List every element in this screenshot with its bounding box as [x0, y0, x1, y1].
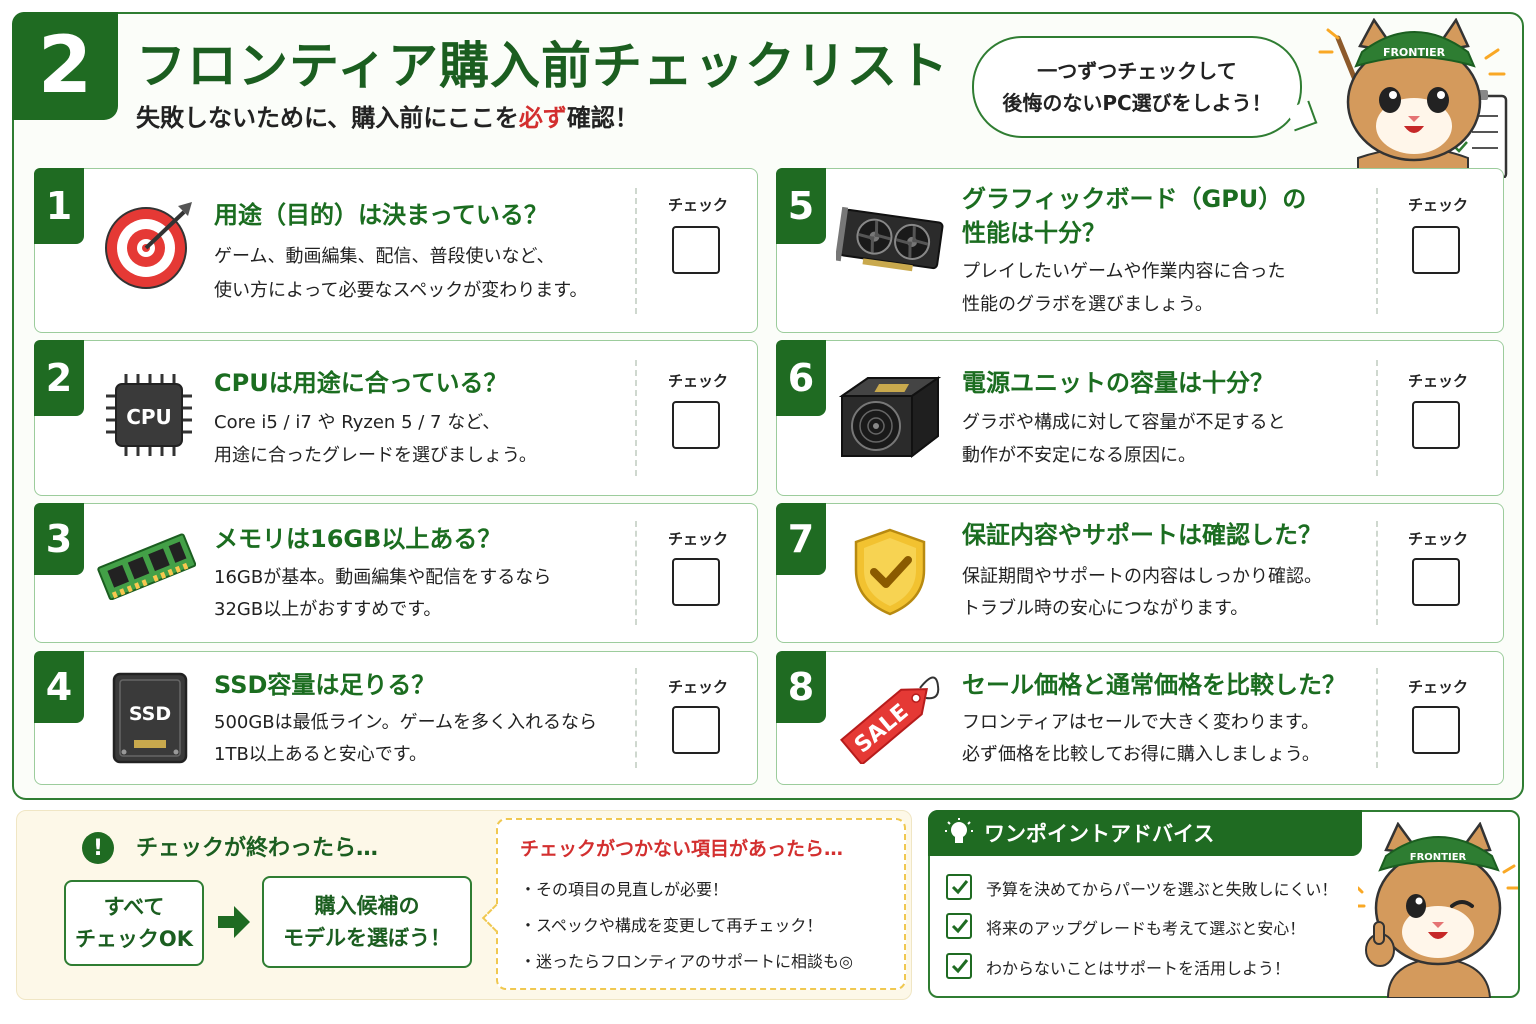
- speech-bubble: 一つずつチェックして 後悔のないPC選びをしよう！: [972, 36, 1302, 138]
- item-divider: [1376, 668, 1378, 768]
- check-label: チェック: [668, 530, 729, 548]
- check-label: チェック: [1408, 196, 1469, 214]
- item-divider: [635, 521, 637, 625]
- check-box-item-7[interactable]: [1412, 558, 1460, 606]
- item-number: 5: [776, 168, 826, 244]
- ssd-icon-label: SSD: [129, 703, 171, 725]
- item-divider: [635, 360, 637, 476]
- unchecked-heading: チェックがつかない項目があったら…: [520, 838, 844, 860]
- item-divider: [635, 668, 637, 768]
- item-number: 4: [34, 651, 84, 723]
- subtitle-emphasis: 必ず: [518, 104, 567, 132]
- bubble-line-2: 後悔のないPC選びをしよう！: [1002, 91, 1272, 115]
- item-description-line-1: ゲーム、動画編集、配信、普段使いなど、: [214, 246, 555, 267]
- bubble-line-1: 一つずつチェックして: [1037, 59, 1237, 83]
- item-number: 1: [34, 168, 84, 244]
- exclamation-icon: !: [82, 832, 114, 864]
- ssd-icon: SSD: [112, 672, 188, 764]
- check-label: チェック: [1408, 372, 1469, 390]
- check-label: チェック: [1408, 530, 1469, 548]
- sale-tag-icon: SALE: [840, 676, 940, 764]
- item-title: CPUは用途に合っている？: [214, 369, 508, 397]
- item-description-line-2: 32GB以上がおすすめです。: [214, 599, 442, 620]
- item-title: 電源ユニットの容量は十分？: [962, 369, 1274, 397]
- check-box-item-5[interactable]: [1412, 226, 1460, 274]
- item-number: 3: [34, 503, 84, 575]
- item-description-line-2: 使い方によって必要なスペックが変わります。: [214, 280, 588, 301]
- check-label: チェック: [668, 196, 729, 214]
- check-box-item-6[interactable]: [1412, 401, 1460, 449]
- advice-check-icon: [946, 953, 972, 979]
- item-title: 用途（目的）は決まっている？: [214, 201, 548, 229]
- all-checked-line-2: チェックOK: [74, 927, 194, 951]
- item-description-line-2: 必ず価格を比較してお得に購入しましょう。: [962, 744, 1320, 765]
- all-checked-line-1: すべて: [103, 895, 165, 919]
- check-box-item-4[interactable]: [672, 706, 720, 754]
- mascot-cap-text: FRONTIER: [1410, 852, 1467, 863]
- item-description-line-1: グラボや構成に対して容量が不足すると: [962, 412, 1286, 433]
- item-description-line-1: Core i5 / i7 や Ryzen 5 / 7 など、: [214, 412, 501, 433]
- gpu-icon: [836, 206, 944, 272]
- item-number: 6: [776, 340, 826, 416]
- item-title-line-1: グラフィックボード（GPU）の: [962, 185, 1307, 213]
- check-label: チェック: [668, 678, 729, 696]
- check-box-item-8[interactable]: [1412, 706, 1460, 754]
- advice-item: わからないことはサポートを活用しよう！: [986, 959, 1291, 978]
- memory-icon: [97, 533, 196, 600]
- target-icon: [105, 202, 192, 289]
- item-divider: [1376, 188, 1378, 314]
- psu-icon: [838, 376, 942, 459]
- item-description-line-1: 保証期間やサポートの内容はしっかり確認。: [962, 566, 1322, 587]
- unchecked-bullet: ・その項目の見直しが必要！: [520, 880, 729, 899]
- item-number: 7: [776, 503, 826, 575]
- item-divider: [1376, 360, 1378, 476]
- item-description-line-1: フロンティアはセールで大きく変わります。: [962, 712, 1320, 733]
- cpu-icon: CPU: [106, 374, 192, 456]
- item-number: 2: [34, 340, 84, 416]
- item-description-line-2: 性能のグラボを選びましょう。: [962, 294, 1213, 315]
- advice-check-icon: [946, 913, 972, 939]
- mascot-cap-text: FRONTIER: [1383, 46, 1446, 59]
- item-description-line-1: 16GBが基本。動画編集や配信をするなら: [214, 567, 552, 588]
- choose-model-box: 購入候補の モデルを選ぼう！: [262, 876, 472, 968]
- check-label: チェック: [1408, 678, 1469, 696]
- unchecked-bullet: ・迷ったらフロンティアのサポートに相談も◎: [520, 952, 854, 971]
- arrow-right-icon: [218, 906, 250, 938]
- item-description-line-2: 用途に合ったグレードを選びましょう。: [214, 445, 537, 466]
- item-number: 8: [776, 651, 826, 723]
- shield-check-icon: [854, 528, 926, 616]
- item-description-line-2: 動作が不安定になる原因に。: [962, 445, 1196, 466]
- item-title: SSD容量は足りる？: [214, 671, 436, 699]
- item-title: メモリは16GB以上ある？: [214, 525, 502, 553]
- check-box-item-3[interactable]: [672, 558, 720, 606]
- item-description-line-2: トラブル時の安心につながります。: [962, 598, 1249, 619]
- page-subtitle: 失敗しないために、購入前にここを必ず確認！: [136, 104, 639, 132]
- advice-item: 将来のアップグレードも考えて選ぶと安心！: [986, 919, 1306, 938]
- item-divider: [1376, 521, 1378, 625]
- item-description-line-1: 500GBは最低ライン。ゲームを多く入れるなら: [214, 712, 598, 733]
- item-divider: [635, 188, 637, 314]
- all-checked-box: すべて チェックOK: [64, 880, 204, 966]
- advice-heading: ワンポイントアドバイス: [928, 810, 1362, 856]
- item-title: 保証内容やサポートは確認した？: [962, 521, 1322, 549]
- unchecked-bullet: ・スペックや構成を変更して再チェック！: [520, 916, 823, 935]
- cat-mascot-thumbs-up-icon: FRONTIER: [1358, 822, 1518, 998]
- check-box-item-2[interactable]: [672, 401, 720, 449]
- cpu-icon-label: CPU: [126, 405, 172, 429]
- choose-model-line-2: モデルを選ぼう！: [283, 926, 451, 950]
- advice-check-icon: [946, 874, 972, 900]
- advice-item: 予算を決めてからパーツを選ぶと失敗しにくい！: [986, 880, 1338, 899]
- check-label: チェック: [668, 372, 729, 390]
- after-check-heading: チェックが終わったら…: [136, 836, 379, 861]
- item-description-line-2: 1TB以上あると安心です。: [214, 744, 427, 765]
- step-number-badge: 2: [12, 12, 118, 120]
- item-title-line-2: 性能は十分？: [962, 219, 1106, 247]
- item-description-line-1: プレイしたいゲームや作業内容に合った: [962, 261, 1286, 282]
- item-title: セール価格と通常価格を比較した？: [962, 671, 1346, 699]
- page-title: フロンティア購入前チェックリスト: [136, 37, 949, 95]
- choose-model-line-1: 購入候補の: [314, 894, 420, 918]
- check-box-item-1[interactable]: [672, 226, 720, 274]
- lightbulb-icon: [945, 818, 973, 843]
- cat-mascot-pointer-icon: FRONTIER: [1318, 18, 1508, 178]
